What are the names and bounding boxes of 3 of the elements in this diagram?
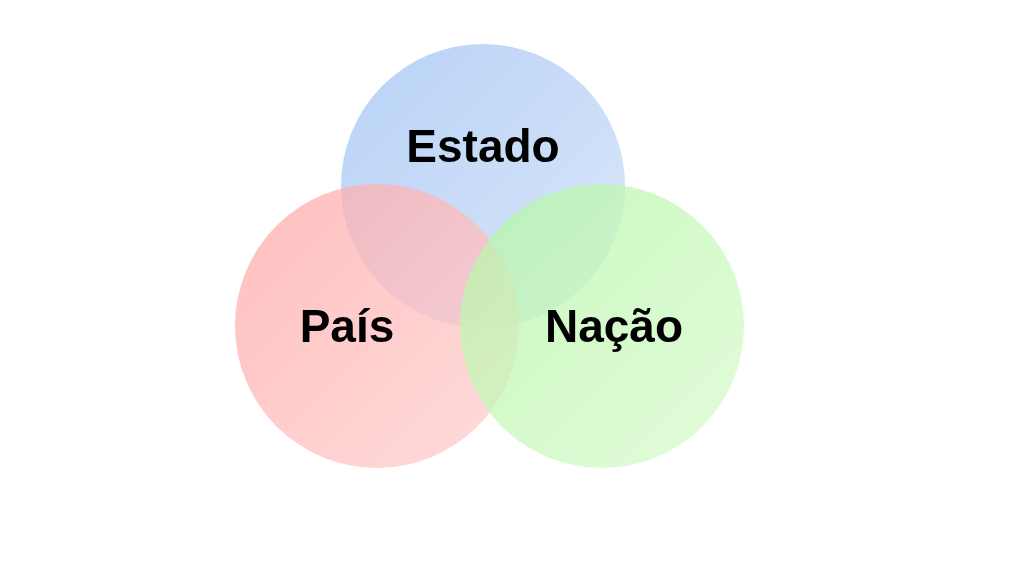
circle-label: Nação	[544, 299, 684, 353]
circle-label: País	[299, 299, 395, 353]
circle-label: Estado	[406, 119, 560, 173]
